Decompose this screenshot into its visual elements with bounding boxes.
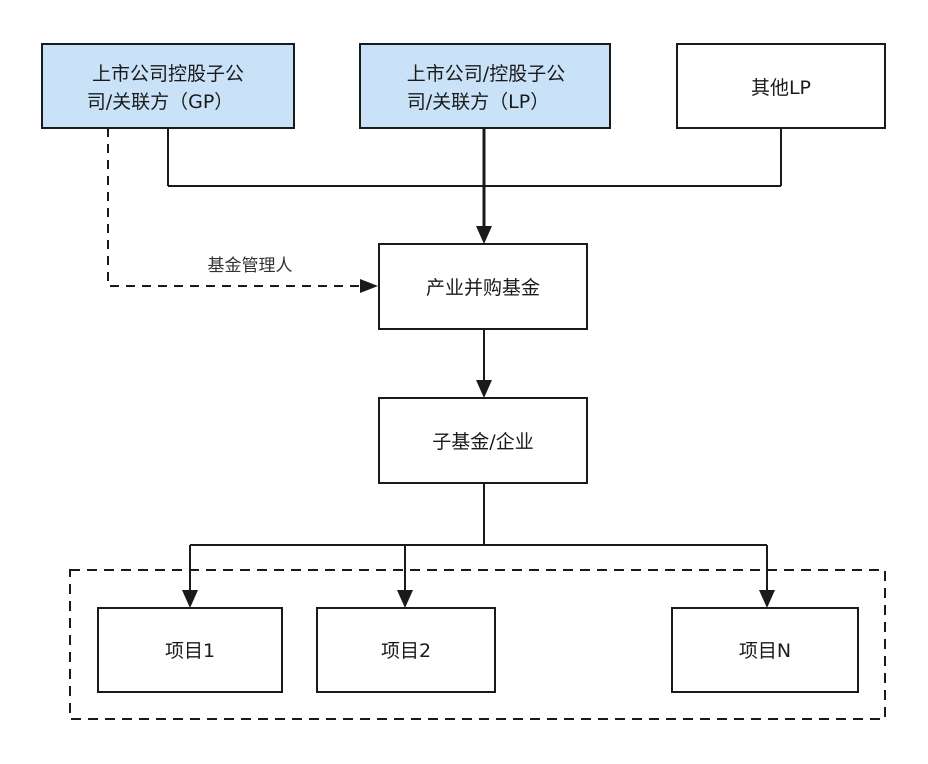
project2-box (316, 607, 496, 693)
project1-label: 项目1 (165, 640, 215, 662)
gp-box-line2: 司/关联方（GP） (87, 91, 234, 113)
lp-box-line2: 司/关联方（LP） (407, 91, 549, 113)
arrow-to-projectN (759, 590, 775, 608)
gp-box-line1: 上市公司控股子公 (92, 63, 244, 85)
subfund-label: 子基金/企业 (432, 431, 533, 453)
arrow-to-project2 (397, 590, 413, 608)
gp-box (41, 43, 295, 129)
other-lp-box (676, 43, 886, 129)
projectN-label: 项目N (739, 640, 791, 662)
arrow-to-subfund (476, 380, 492, 398)
subfund-box (378, 397, 588, 484)
fund-box (378, 243, 588, 330)
fund-manager-label: 基金管理人 (208, 256, 293, 276)
project2-label: 项目2 (381, 640, 431, 662)
projectN-box (671, 607, 859, 693)
projects-dashed-container (69, 569, 886, 720)
arrow-fund-manager (360, 279, 378, 293)
other-lp-label: 其他LP (751, 77, 811, 99)
arrow-to-project1 (182, 590, 198, 608)
lp-box (359, 43, 611, 129)
fund-label: 产业并购基金 (426, 277, 540, 299)
arrow-to-fund (476, 226, 492, 244)
lp-box-line1: 上市公司/控股子公 (407, 63, 565, 85)
dashed-fund-manager-line (107, 128, 368, 287)
project1-box (97, 607, 283, 693)
